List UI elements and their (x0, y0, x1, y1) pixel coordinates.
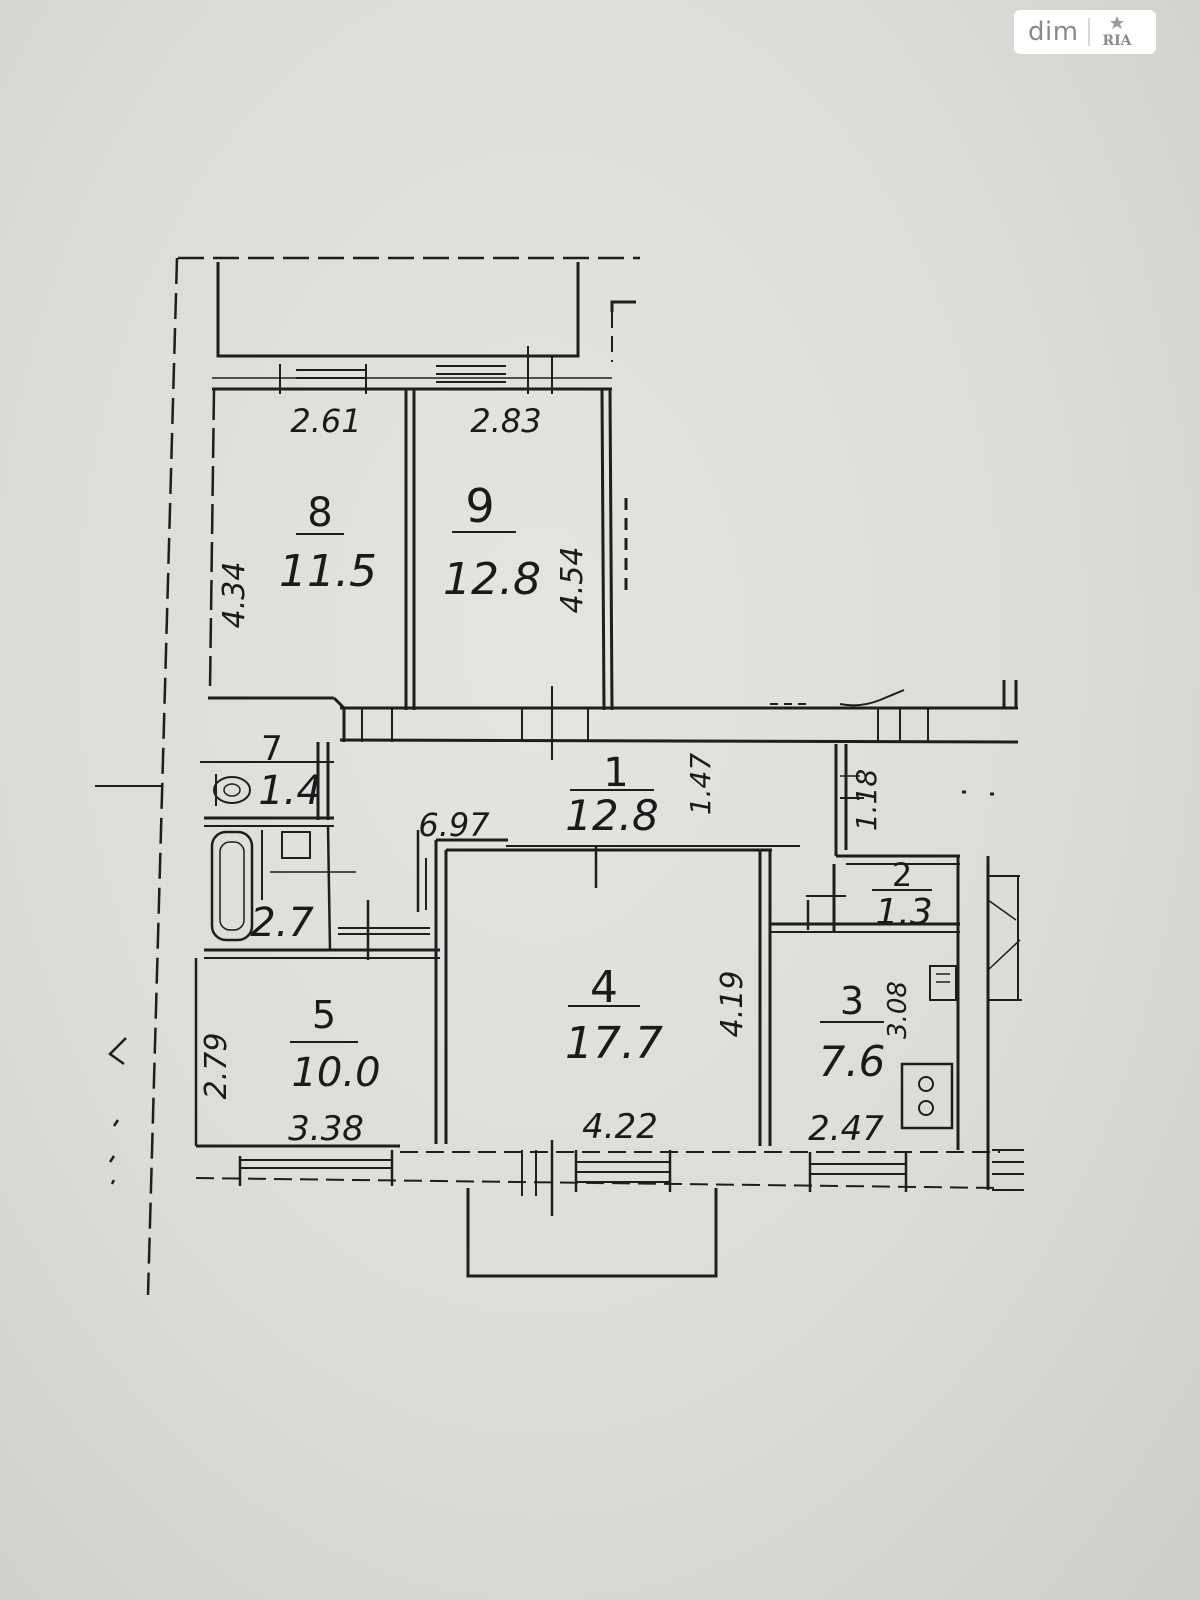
bathtub-icon (210, 830, 254, 942)
dim-room3-depth: 3.08 (883, 981, 913, 1039)
dim-room4-width: 4.22 (582, 1107, 658, 1147)
dim-room9-width: 2.83 (470, 402, 541, 440)
window-room-8 (279, 364, 367, 394)
margin-marks (108, 1037, 127, 1185)
corridor-walls (208, 680, 1019, 760)
top-exterior-wall (212, 346, 612, 394)
room-2-area: 1.3 (875, 892, 932, 933)
room-4-area: 17.7 (565, 1018, 663, 1069)
room-labels: 8 11.5 9 12.8 1 12.8 7 1.4 2.7 4 17.7 2 … (250, 479, 932, 1096)
watermark-text: dim (1028, 17, 1079, 47)
kitchen-walls (770, 744, 1024, 1191)
dim-room4-depth: 4.19 (715, 971, 750, 1038)
dim-room9-depth: 4.54 (555, 547, 590, 614)
room-5-area: 10.0 (291, 1050, 380, 1096)
dim-side-small: 1.18 (850, 769, 883, 831)
toilet-icon (213, 774, 251, 806)
bedroom-walls (208, 389, 628, 711)
stove-icon (900, 1062, 954, 1130)
room-6-area: 2.7 (250, 900, 314, 946)
room-2-number: 2 (892, 856, 912, 894)
bathroom-block (200, 742, 440, 960)
dim-room5-depth: 2.79 (199, 1033, 234, 1100)
room-7-number: 7 (261, 729, 283, 769)
room-5-number: 5 (312, 993, 336, 1037)
room-3-area: 7.6 (819, 1037, 886, 1086)
dim-room5-width: 3.38 (288, 1109, 364, 1149)
window-room-9 (436, 346, 553, 394)
room-8-number: 8 (307, 490, 332, 536)
balcony-door (521, 1140, 672, 1216)
room-3-number: 3 (840, 979, 864, 1023)
room-9-area: 12.8 (443, 554, 541, 605)
dim-room3-width: 2.47 (808, 1109, 884, 1149)
balcony (466, 1188, 718, 1278)
room-1-number: 1 (603, 750, 628, 796)
ria-logo-icon: RIA (1086, 14, 1143, 50)
logo-text: RIA (1102, 33, 1132, 49)
dim-corridor-width: 1.47 (684, 753, 717, 816)
bottom-exterior-wall (195, 1140, 1001, 1278)
dim-room8-depth: 4.34 (217, 562, 252, 629)
room-8-area: 11.5 (279, 546, 377, 597)
dim-room8-width: 2.61 (290, 402, 361, 440)
window-room-3 (808, 1152, 908, 1192)
dim-corridor-length: 6.97 (418, 806, 490, 844)
room-4-number: 4 (590, 962, 618, 1013)
living-room-walls (194, 830, 800, 1148)
room-1-area: 12.8 (565, 791, 659, 840)
room-9-number: 9 (465, 479, 494, 533)
dimria-watermark: dim RIA (1014, 10, 1156, 54)
room-7-area: 1.4 (258, 768, 322, 814)
sink-counter-icon (929, 965, 957, 1001)
dimension-labels: 2.61 2.83 4.34 4.54 6.97 1.47 1.18 4.19 … (199, 402, 913, 1149)
top-loggia (216, 262, 636, 362)
sink-icon (261, 830, 356, 900)
window-room-5 (238, 1150, 394, 1186)
site-boundary (95, 256, 640, 1296)
